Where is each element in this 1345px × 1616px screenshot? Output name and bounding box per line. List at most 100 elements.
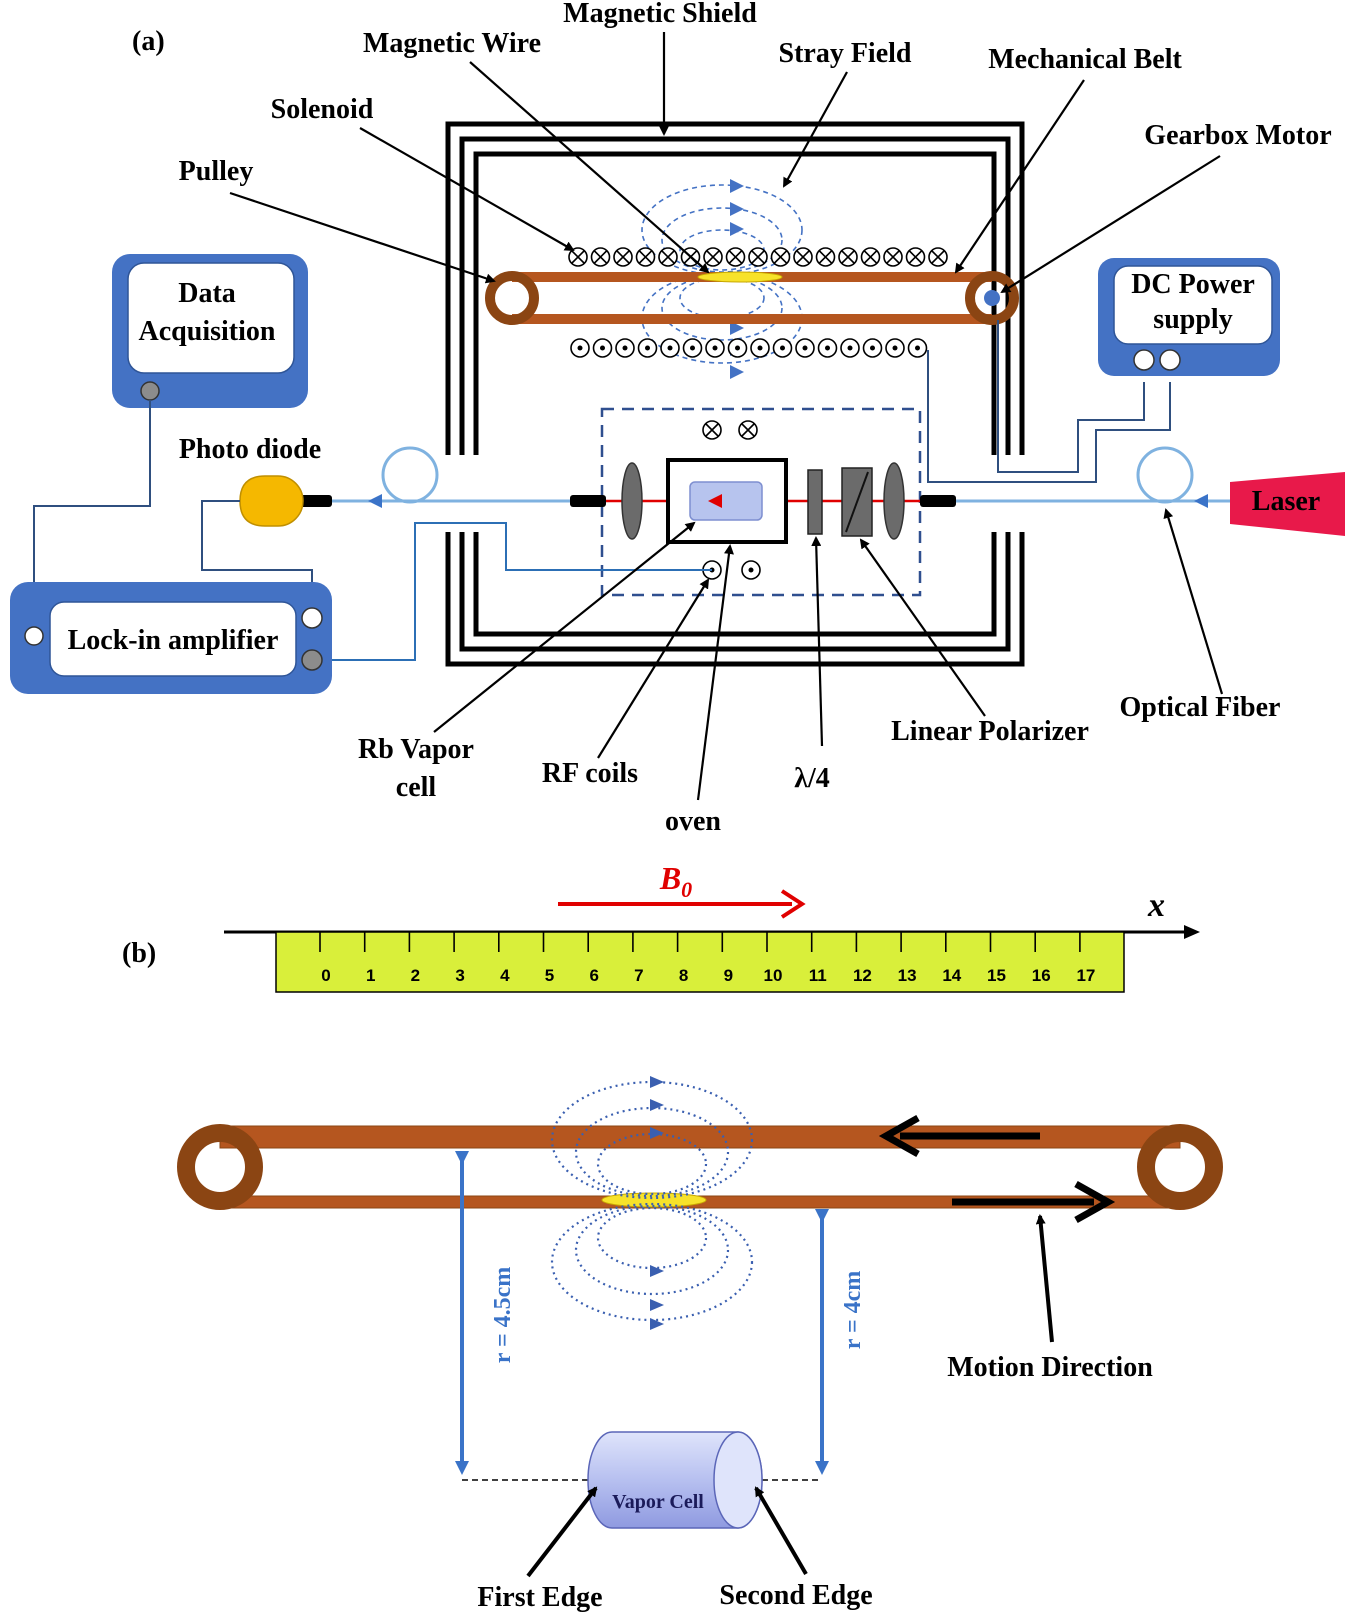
x-axis-label: x	[1147, 887, 1165, 924]
solenoid-cross-symbol	[860, 247, 881, 267]
ruler-tick-label: 0	[321, 966, 330, 985]
leader-lines-b	[526, 1214, 1054, 1578]
lens-left	[621, 462, 643, 540]
photo-diode	[239, 475, 304, 527]
magnetic-shield	[445, 121, 1025, 667]
solenoid-dot-symbol	[660, 338, 680, 358]
ruler-tick-label: 16	[1032, 966, 1051, 985]
dc-power-wires	[927, 320, 1171, 483]
panel-b-label: (b)	[122, 938, 156, 969]
pulley-left	[485, 271, 539, 325]
laser-label: Laser	[1252, 486, 1320, 517]
motion-arrowhead-bottom	[1074, 1180, 1116, 1224]
solenoid-cross-symbol	[883, 247, 903, 267]
b0-arrowhead	[780, 889, 806, 919]
solenoid-dot-symbol	[727, 338, 748, 358]
solenoid-dot-symbol	[795, 338, 815, 358]
beam-direction-arrow	[708, 494, 722, 508]
ruler-tick-label: 8	[679, 966, 688, 985]
solenoid-cross-symbol	[635, 247, 656, 267]
magnetic-wire-label: Magnetic Wire	[363, 28, 541, 59]
solenoid-dot-symbol	[637, 338, 658, 358]
solenoid-cross-symbol	[568, 247, 588, 267]
magnetic-wire-a	[697, 271, 783, 283]
solenoid-cross-symbol	[928, 247, 948, 267]
r-right-label: r = 4cm	[840, 1271, 866, 1350]
motion-arrowhead-top	[878, 1114, 920, 1158]
fiber-arrow-right	[1194, 494, 1208, 508]
lens-right	[883, 462, 905, 540]
data-acquisition-label-1: Data	[178, 278, 236, 309]
laser-source	[1230, 472, 1345, 536]
solenoid-cross-symbol	[725, 247, 746, 267]
solenoid-dot-symbol	[705, 338, 725, 358]
data-acquisition-label-2: Acquisition	[139, 316, 276, 347]
first-edge-label: First Edge	[477, 1582, 602, 1613]
linear-polarizer	[841, 467, 873, 537]
ruler-tick-label: 7	[634, 966, 643, 985]
mechanical-belt-a	[485, 271, 1019, 325]
second-edge-label: Second Edge	[719, 1580, 872, 1611]
vapor-cell-label: Vapor Cell	[612, 1491, 704, 1513]
dc-power-supply-box	[1098, 258, 1280, 376]
x-axis-arrowhead	[1184, 925, 1200, 939]
solenoid-cross-symbol	[613, 247, 633, 267]
solenoid-cross-symbol	[905, 247, 926, 267]
rb-vapor-cell-label-1: Rb Vapor	[358, 734, 474, 765]
fiber-arrow-left	[368, 494, 382, 508]
gearbox-motor-shaft	[984, 290, 1000, 306]
ruler-tick-label: 13	[898, 966, 917, 985]
rf-coils-label: RF coils	[542, 758, 638, 789]
pulley-right	[965, 271, 1019, 325]
solenoid-dot-symbol	[885, 338, 905, 358]
linear-polarizer-label: Linear Polarizer	[891, 716, 1089, 747]
rf-coil-wire	[330, 522, 712, 661]
solenoid-dot-symbol	[907, 338, 928, 358]
solenoid-cross-symbol	[590, 247, 611, 267]
ruler-tick-label: 6	[589, 966, 598, 985]
b0-symbol: B	[659, 860, 681, 896]
magnetic-shield-label: Magnetic Shield	[563, 0, 757, 29]
dc-power-label-1: DC Power	[1131, 269, 1255, 300]
r-left-label: r = 4.5cm	[490, 1267, 516, 1364]
ruler-tick-label: 11	[809, 966, 827, 985]
fiber-connector-cell-left	[570, 495, 606, 507]
magnetic-wire-b	[601, 1192, 707, 1208]
solenoid-dot-symbol	[862, 338, 883, 358]
stray-field-label: Stray Field	[779, 38, 912, 69]
leader-lines-a	[229, 32, 1224, 801]
solenoid-cross-symbol	[748, 247, 768, 267]
ruler-tick-label: 3	[455, 966, 464, 985]
solenoid-cross-symbol	[815, 247, 836, 267]
solenoid-cross-symbol	[703, 247, 723, 267]
solenoid-dot-symbol	[772, 338, 793, 358]
b0-subscript: 0	[681, 877, 692, 902]
quarter-wave-label: λ/4	[794, 763, 830, 794]
mechanical-belt-b	[177, 1124, 1223, 1210]
lock-in-amplifier-label: Lock-in amplifier	[68, 625, 279, 656]
b0-label: B0	[659, 860, 692, 902]
optical-fiber-label: Optical Fiber	[1120, 692, 1281, 723]
solenoid-dot-symbol	[817, 338, 838, 358]
photo-diode-label: Photo diode	[179, 434, 321, 465]
gearbox-motor-label: Gearbox Motor	[1144, 120, 1331, 151]
solenoid-top-row	[568, 247, 948, 267]
ruler-tick-label: 10	[764, 966, 783, 985]
ruler-tick-label: 15	[987, 966, 1006, 985]
daq-wire	[33, 400, 151, 635]
solenoid-dot-symbol	[750, 338, 770, 358]
solenoid-cross-symbol	[770, 247, 791, 267]
ruler-tick-label: 2	[411, 966, 420, 985]
pulley-label: Pulley	[179, 156, 254, 187]
solenoid-bottom-row	[570, 338, 928, 358]
ruler-tick-label: 4	[500, 966, 510, 985]
solenoid-dot-symbol	[682, 338, 703, 358]
rb-vapor-cell	[689, 481, 763, 521]
fiber-connector-cell-right	[920, 495, 956, 507]
vapor-cell-cylinder	[587, 1431, 763, 1529]
panel-a-label: (a)	[132, 26, 165, 57]
solenoid-label: Solenoid	[271, 94, 374, 125]
stray-field-arrowheads-b	[650, 1076, 664, 1330]
